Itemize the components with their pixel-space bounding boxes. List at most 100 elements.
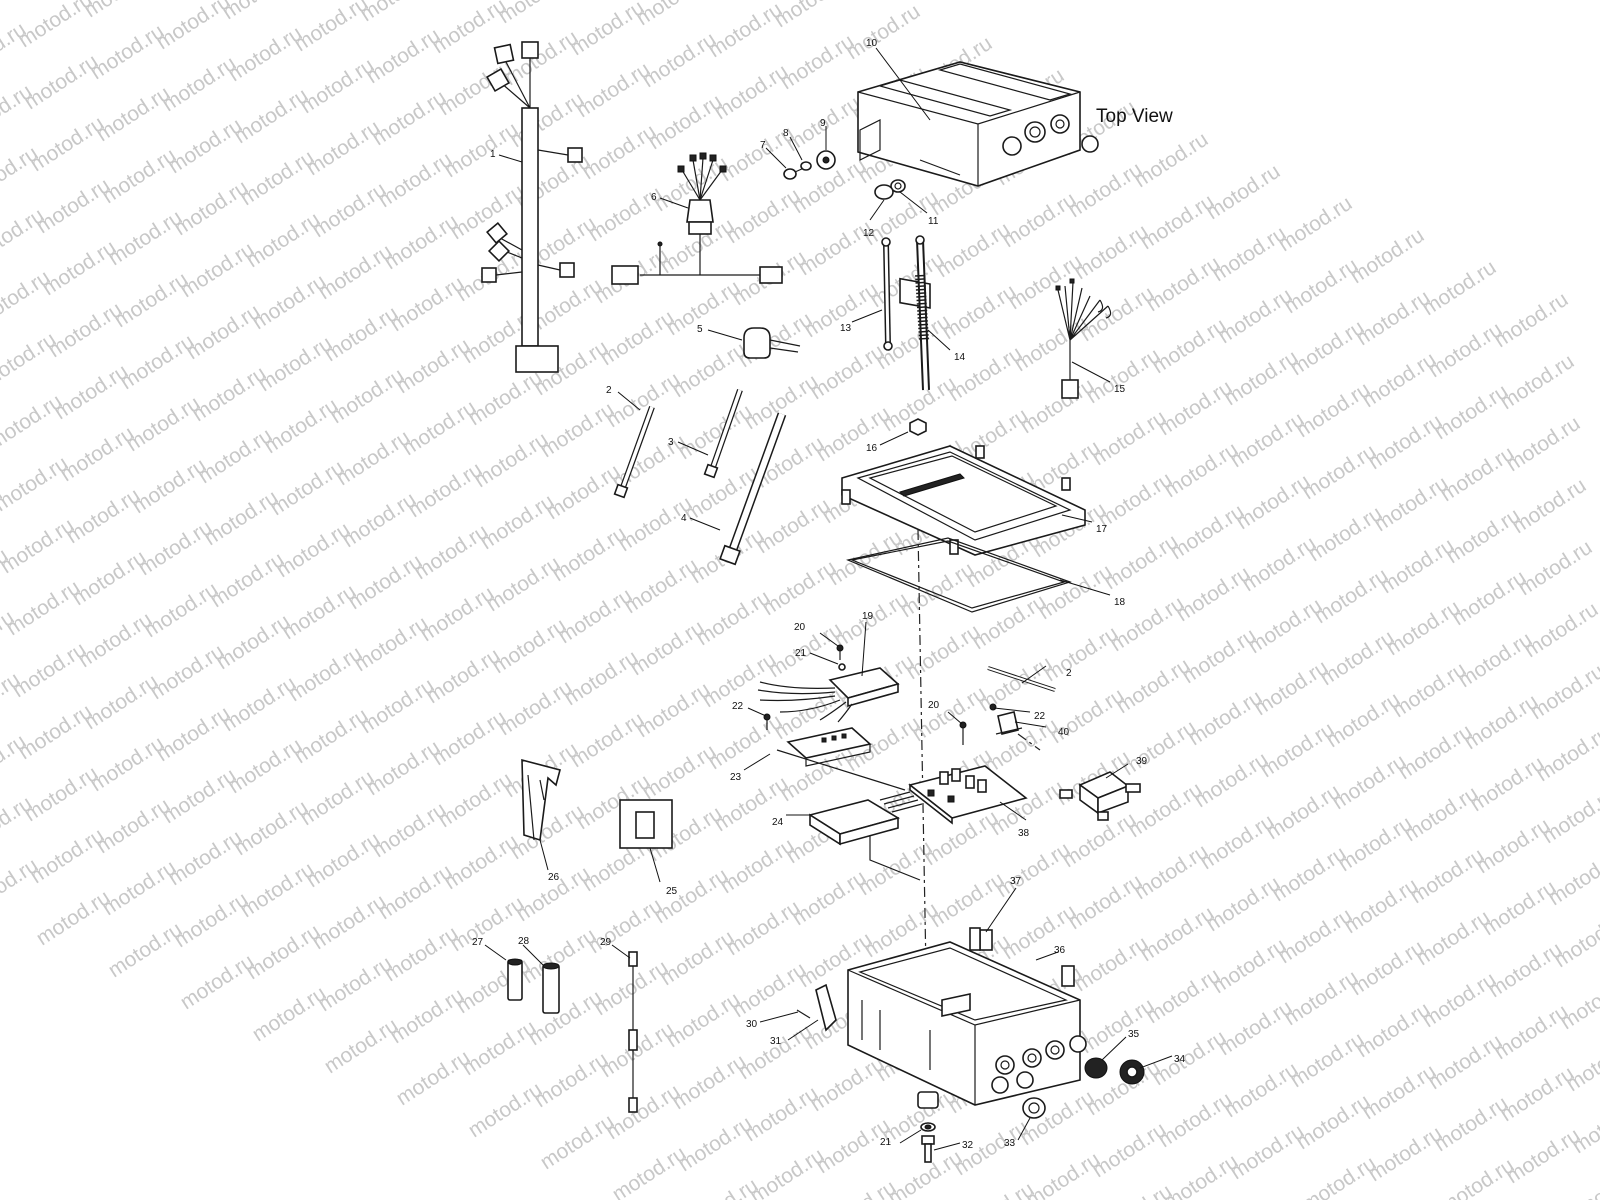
part-22-nut-right xyxy=(989,703,997,711)
watermark-text: motod.ru xyxy=(62,484,144,548)
watermark-text: motod.ru xyxy=(740,1082,822,1146)
watermark-text: motod.ru xyxy=(392,1046,474,1110)
watermark-text: motod.ru xyxy=(218,672,300,736)
part-29-wire xyxy=(628,951,638,1113)
watermark-text: motod.ru xyxy=(374,860,456,924)
watermark-text: motod.ru xyxy=(1238,532,1320,596)
watermark-text: motod.ru xyxy=(632,678,714,742)
watermark-text: motod.ru xyxy=(638,740,720,804)
watermark-text: motod.ru xyxy=(1412,906,1494,970)
watermark-text: motod.ru xyxy=(302,116,384,180)
watermark-text: motod.ru xyxy=(374,148,456,212)
watermark-text: motod.ru xyxy=(584,894,666,958)
watermark-text: motod.ru xyxy=(1088,1118,1170,1182)
watermark-text: motod.ru xyxy=(1202,160,1284,224)
watermark-text: motod.ru xyxy=(1370,472,1452,536)
watermark-text: motod.ru xyxy=(1526,660,1600,724)
watermark-text: motod.ru xyxy=(1088,406,1170,470)
watermark-text: motod.ru xyxy=(1064,870,1146,934)
watermark-text: motod.ru xyxy=(1034,560,1116,624)
watermark-text: motod.ru xyxy=(32,886,114,950)
watermark-text: motod.ru xyxy=(314,240,396,304)
callout-8: 8 xyxy=(783,128,789,139)
callout-25: 25 xyxy=(666,886,678,897)
watermark-text: motod.ru xyxy=(1520,598,1600,662)
watermark-text: motod.ru xyxy=(1250,656,1332,720)
watermark-text: motod.ru xyxy=(302,828,384,892)
watermark-text: motod.ru xyxy=(0,390,66,454)
watermark-text: motod.ru xyxy=(314,952,396,1016)
watermark-text: motod.ru xyxy=(662,988,744,1052)
callout-labels: 1 2 3 4 5 6 7 8 9 10 11 12 13 14 15 16 1… xyxy=(472,38,1186,1151)
watermark-text: motod.ru xyxy=(224,734,306,798)
watermark-text: motod.ru xyxy=(1490,1000,1572,1064)
callout-28: 28 xyxy=(518,936,530,947)
watermark-text: motod.ru xyxy=(1358,348,1440,412)
watermark-text: motod.ru xyxy=(326,364,408,428)
watermark-text: motod.ru xyxy=(1340,874,1422,938)
watermark-text: motod.ru xyxy=(1160,1150,1242,1200)
part-5-cap xyxy=(743,327,801,359)
watermark-text: motod.ru xyxy=(998,900,1080,964)
watermark-text: motod.ru xyxy=(296,54,378,118)
watermark-text: motod.ru xyxy=(38,236,120,300)
watermark-text: motod.ru xyxy=(1100,530,1182,594)
watermark-text: motod.ru xyxy=(290,704,372,768)
watermark-text: motod.ru xyxy=(692,586,774,650)
watermark-text: motod.ru xyxy=(566,708,648,772)
part-11-grommet xyxy=(890,179,906,193)
watermark-text: motod.ru xyxy=(14,0,96,52)
watermark-text: motod.ru xyxy=(344,550,426,614)
watermark-text: motod.ru xyxy=(1070,932,1152,996)
watermark-text: motod.ru xyxy=(812,402,894,466)
callout-12: 12 xyxy=(863,228,875,239)
watermark-text: motod.ru xyxy=(392,334,474,398)
watermark-text: motod.ru xyxy=(938,280,1020,344)
part-20-screw-right xyxy=(959,721,967,745)
watermark-text: motod.ru xyxy=(1316,626,1398,690)
part-24-module xyxy=(808,791,923,881)
callout-18: 18 xyxy=(1114,597,1126,608)
watermark-text: motod.ru xyxy=(0,514,78,578)
watermark-text: motod.ru xyxy=(596,306,678,370)
watermark-text: motod.ru xyxy=(266,456,348,520)
watermark-text: motod.ru xyxy=(1322,688,1404,752)
callout-6: 6 xyxy=(651,192,657,203)
watermark-text: motod.ru xyxy=(806,340,888,404)
watermark-text: motod.ru xyxy=(548,522,630,586)
watermark-text: motod.ru xyxy=(476,490,558,554)
watermark-text: motod.ru xyxy=(1118,716,1200,780)
watermark-text: motod.ru xyxy=(1244,594,1326,658)
part-25-label xyxy=(619,799,673,849)
assembly-centerline xyxy=(917,529,929,1081)
part-19-module xyxy=(757,667,900,723)
watermark-text: motod.ru xyxy=(458,1016,540,1080)
watermark-text: motod.ru xyxy=(1400,782,1482,846)
watermark-text: motod.ru xyxy=(1256,718,1338,782)
watermark-text: motod.ru xyxy=(194,424,276,488)
watermark-text: motod.ru xyxy=(1406,844,1488,908)
watermark-text: motod.ru xyxy=(1538,784,1600,848)
watermark-text: motod.ru xyxy=(308,890,390,954)
watermark-text: motod.ru xyxy=(1358,1060,1440,1124)
watermark-text: motod.ru xyxy=(1286,316,1368,380)
part-35-plug xyxy=(1084,1057,1108,1079)
callout-20: 20 xyxy=(794,622,806,633)
part-6-sub-harness xyxy=(611,152,783,285)
watermark-text: motod.ru xyxy=(248,982,330,1046)
callout-15: 15 xyxy=(1114,384,1126,395)
callout-22-right: 22 xyxy=(1034,711,1046,722)
watermark-text: motod.ru xyxy=(56,422,138,486)
watermark-text: motod.ru xyxy=(482,552,564,616)
watermark-text: motod.ru xyxy=(380,922,462,986)
watermark-text: motod.ru xyxy=(1352,286,1434,350)
callout-2-right: 2 xyxy=(1066,668,1072,679)
watermark-text: motod.ru xyxy=(68,546,150,610)
watermark-text: motod.ru xyxy=(386,984,468,1048)
watermark-text: motod.ru xyxy=(1082,344,1164,408)
watermark-text: motod.ru xyxy=(440,118,522,182)
watermark-text: motod.ru xyxy=(416,582,498,646)
watermark-text: motod.ru xyxy=(1364,410,1446,474)
watermark-text: motod.ru xyxy=(1148,314,1230,378)
